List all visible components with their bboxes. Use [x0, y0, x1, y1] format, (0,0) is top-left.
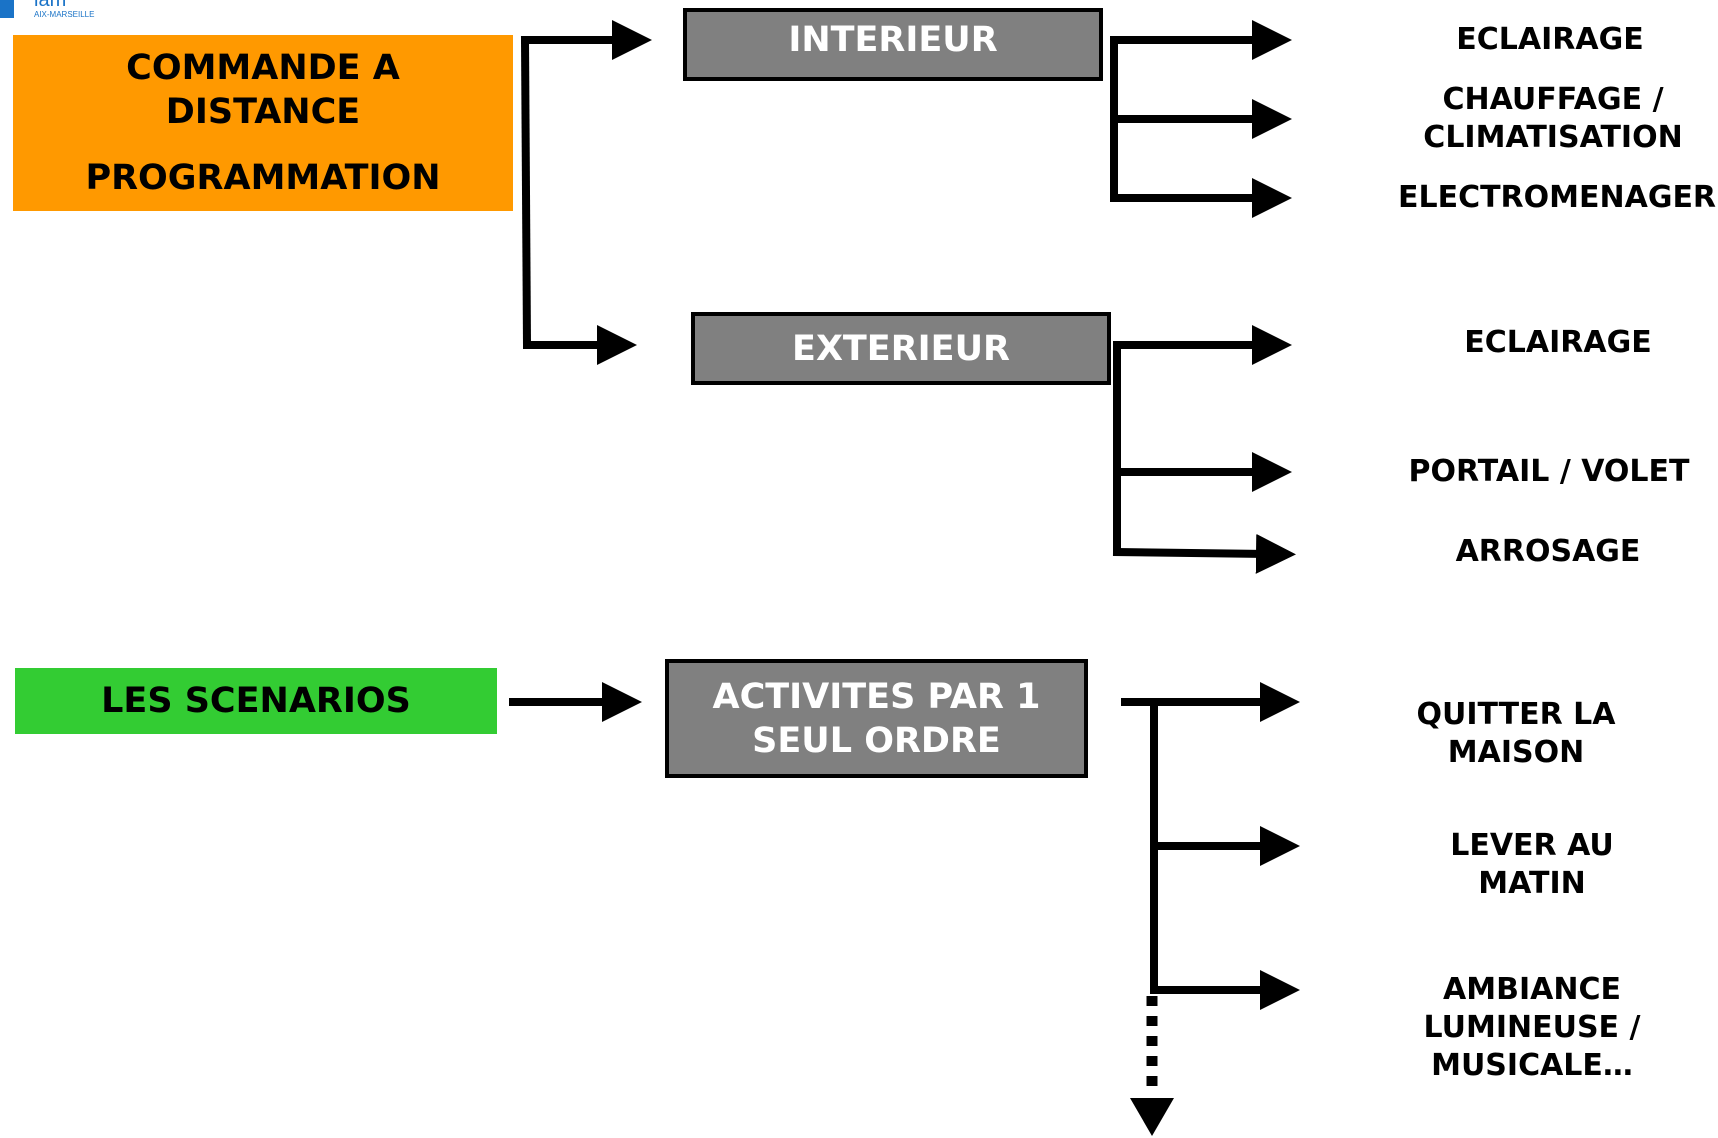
logo-text: iam: [34, 0, 66, 11]
leaf-int-eclairage: ECLAIRAGE: [1456, 22, 1644, 57]
activites-line1: ACTIVITES PAR 1: [712, 676, 1041, 717]
down-arrow-icon: [1130, 1098, 1174, 1136]
interieur-label: INTERIEUR: [788, 19, 998, 60]
logo-mark-icon: [0, 0, 14, 18]
commande-line1: COMMANDE A: [126, 48, 400, 88]
commande-line2: DISTANCE: [165, 92, 361, 132]
leaf-act-lever: LEVER AU MATIN: [1450, 828, 1614, 901]
exterieur-box: EXTERIEUR: [691, 312, 1111, 385]
leaf-act-ambiance: AMBIANCE LUMINEUSE / MUSICALE…: [1423, 972, 1641, 1083]
scenarios-box: LES SCENARIOS: [15, 668, 497, 734]
activites-box: ACTIVITES PAR 1 SEUL ORDRE: [665, 659, 1088, 778]
leaf-act-quitter: QUITTER LA MAISON: [1416, 697, 1616, 770]
arrow-ext-arrosage: [1112, 533, 1296, 574]
commande-line3: PROGRAMMATION: [85, 158, 441, 198]
trunk-commande: [520, 35, 532, 350]
leaf-int-chauffage: CHAUFFAGE / CLIMATISATION: [1423, 82, 1683, 155]
leaf-ext-arrosage: ARROSAGE: [1455, 534, 1641, 569]
leaf-ext-portail: PORTAIL / VOLET: [1408, 454, 1690, 489]
commande-box: COMMANDE A DISTANCE PROGRAMMATION: [13, 35, 513, 211]
interieur-box: INTERIEUR: [683, 8, 1103, 81]
leaf-int-electromenager: ELECTROMENAGER: [1397, 180, 1717, 215]
leaf-ext-eclairage: ECLAIRAGE: [1464, 325, 1652, 360]
scenarios-label: LES SCENARIOS: [101, 681, 411, 721]
iam-logo: iam AIX-MARSEILLE: [0, 0, 100, 20]
logo-subtext: AIX-MARSEILLE: [34, 10, 94, 19]
activites-line2: SEUL ORDRE: [752, 720, 1001, 761]
exterieur-label: EXTERIEUR: [792, 328, 1010, 369]
